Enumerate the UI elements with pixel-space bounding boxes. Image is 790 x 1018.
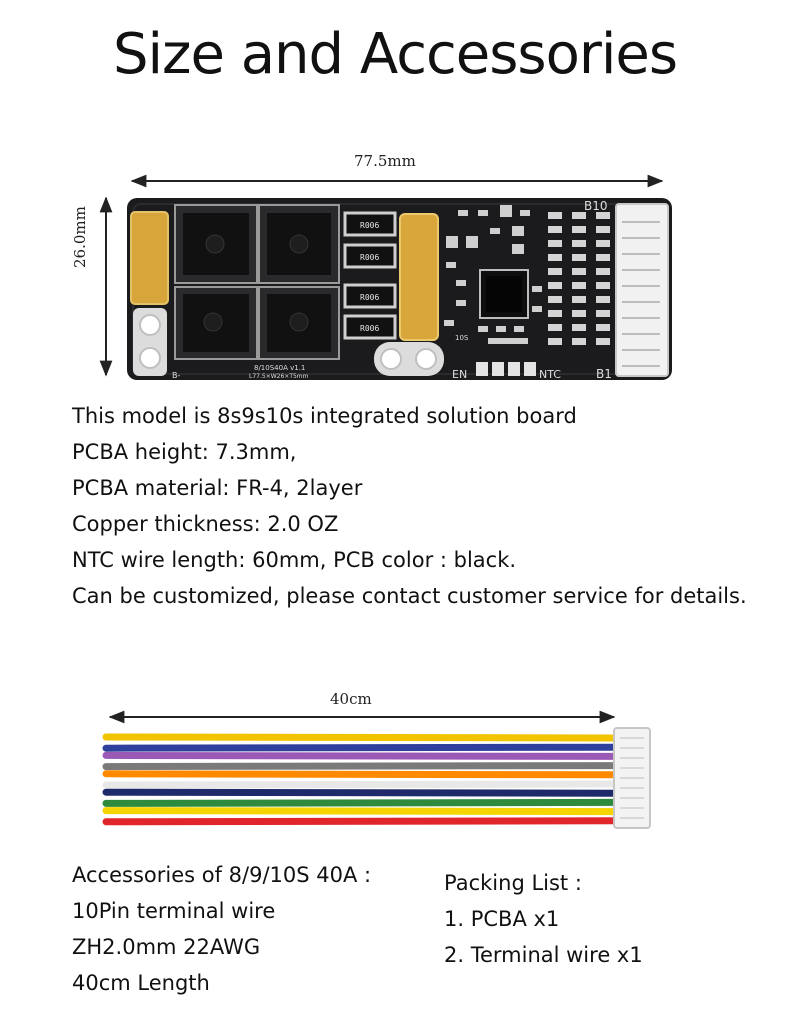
silk-10s: 10S xyxy=(455,334,469,342)
spec-line: NTC wire length: 60mm, PCB color : black… xyxy=(72,548,517,572)
accessories-line: 40cm Length xyxy=(72,971,210,995)
smd-components xyxy=(444,205,542,344)
silk-en: EN xyxy=(452,368,467,381)
cable-wires xyxy=(102,733,620,826)
silk-b1: B1 xyxy=(596,367,612,381)
cable-wire xyxy=(102,762,620,771)
silk-b10: B10 xyxy=(584,199,608,213)
shunt-resistors: R006 R006 R006 R006 xyxy=(343,211,397,340)
cable-wire xyxy=(102,743,620,752)
cable-wire xyxy=(102,770,620,779)
silk-model: 8/10S40A v1.1 xyxy=(254,364,305,372)
mount-hole xyxy=(415,348,437,370)
cable-wire xyxy=(102,817,620,826)
spec-line: This model is 8s9s10s integrated solutio… xyxy=(72,404,577,428)
packing-line: 1. PCBA x1 xyxy=(444,907,560,931)
gold-pad-left xyxy=(130,211,169,305)
board-spec-list: This model is 8s9s10s integrated solutio… xyxy=(72,398,772,614)
silk-ntc: NTC xyxy=(539,368,561,381)
board-width-label: 77.5mm xyxy=(354,152,416,170)
packing-line: Packing List : xyxy=(444,871,582,895)
resistor-code: R006 xyxy=(360,221,379,230)
mount-hole xyxy=(380,348,402,370)
mount-hole xyxy=(139,314,161,336)
mount-hole xyxy=(139,347,161,369)
cable-wire xyxy=(102,751,620,760)
accessories-line: 10Pin terminal wire xyxy=(72,899,276,923)
spec-line: PCBA height: 7.3mm, xyxy=(72,440,297,464)
spec-line: Copper thickness: 2.0 OZ xyxy=(72,512,339,536)
spec-line: Can be customized, please contact custom… xyxy=(72,584,747,608)
packing-line: 2. Terminal wire x1 xyxy=(444,943,643,967)
spec-line: PCBA material: FR-4, 2layer xyxy=(72,476,363,500)
cable-length-label: 40cm xyxy=(330,690,372,708)
board-height-label: 26.0mm xyxy=(71,206,89,268)
silk-b-minus: B- xyxy=(172,371,180,380)
accessories-list: Accessories of 8/9/10S 40A : 10Pin termi… xyxy=(72,857,371,1001)
cable-wire xyxy=(102,807,620,816)
resistor-code: R006 xyxy=(360,324,379,333)
packing-list: Packing List : 1. PCBA x1 2. Terminal wi… xyxy=(444,865,643,973)
cable-wire xyxy=(102,733,620,742)
accessories-line: Accessories of 8/9/10S 40A : xyxy=(72,863,372,887)
balance-resistor-array xyxy=(548,212,610,345)
resistor-code: R006 xyxy=(360,253,379,262)
gold-pad-middle xyxy=(399,213,439,341)
cable-wire xyxy=(102,780,620,789)
accessories-line: ZH2.0mm 22AWG xyxy=(72,935,261,959)
mosfet-group xyxy=(174,204,340,360)
cable-wire xyxy=(102,798,620,807)
resistor-code: R006 xyxy=(360,293,379,302)
silk-size: L77.5×W26×T5mm xyxy=(249,373,309,380)
page-title: Size and Accessories xyxy=(112,22,678,87)
cable-wire xyxy=(102,788,620,797)
